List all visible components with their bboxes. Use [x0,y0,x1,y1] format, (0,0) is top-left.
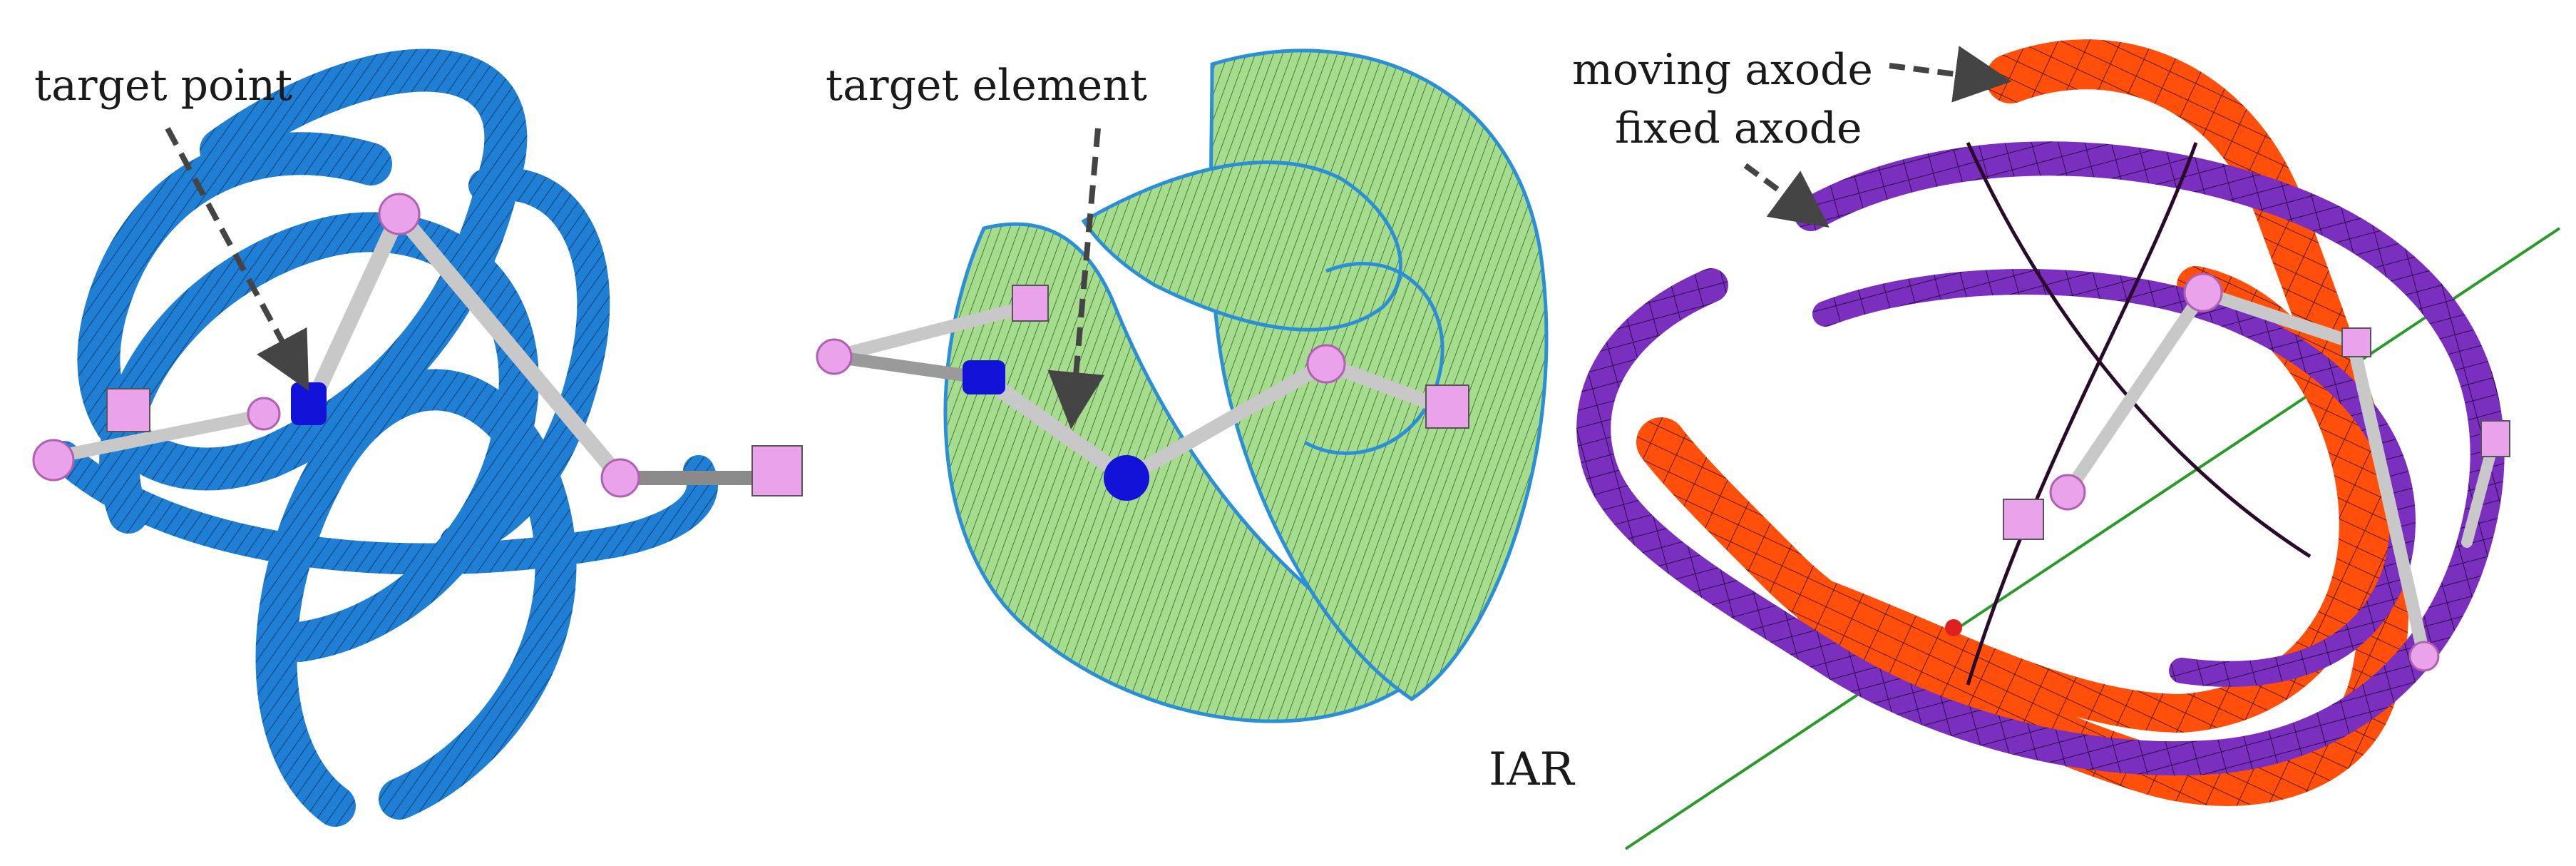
green-panel-linkage [816,285,1469,501]
panel-right-axodes: moving axode fixed axode [1572,39,2561,850]
target-element-joint [1104,455,1149,501]
panel-left-blue-ribbons: target point [32,49,803,827]
arrow-moving-axode [1889,46,2012,103]
green-surface-inner-spiral [1303,262,1444,455]
arrow-target-element [1047,128,1105,429]
arrow-target-point [165,127,309,392]
green-surface-left-sheet [943,222,1430,723]
label-target-element: target element [826,61,1147,111]
joint-right-box [751,445,803,496]
purple-axode-inner [1812,269,2416,687]
joint-top [378,193,421,235]
blue-ribbon-lower-loop [255,369,577,827]
label-fixed-axode: fixed axode [1615,103,1862,153]
joint-left-box [106,388,150,432]
blue-ribbon-right-loop [440,168,610,559]
label-moving-axode: moving axode [1572,45,1873,95]
target-point-marker [291,382,327,425]
blue-ribbon-horizontal-band [48,441,718,575]
purple-axode-outer [1576,141,2505,776]
label-iar: IAR [1489,743,1576,796]
target-element-marker [963,360,1005,394]
panel-middle-green-surface: target element IAR [816,49,1576,796]
blue-panel-linkage [32,193,803,498]
blue-ribbon-outer-loop [77,49,528,491]
iar-axis-line [1624,227,2561,850]
green-surface-top-fold [1081,161,1402,332]
orange-axode-outer [1636,39,2409,806]
axode-thin-curve [1966,141,2311,686]
label-target-point: target point [34,61,292,111]
arrow-fixed-axode [1743,163,1830,228]
joint-right [600,458,640,498]
axode-panel-linkage [1945,272,2510,672]
iar-red-marker [1945,619,1962,636]
joint-left [32,439,75,482]
